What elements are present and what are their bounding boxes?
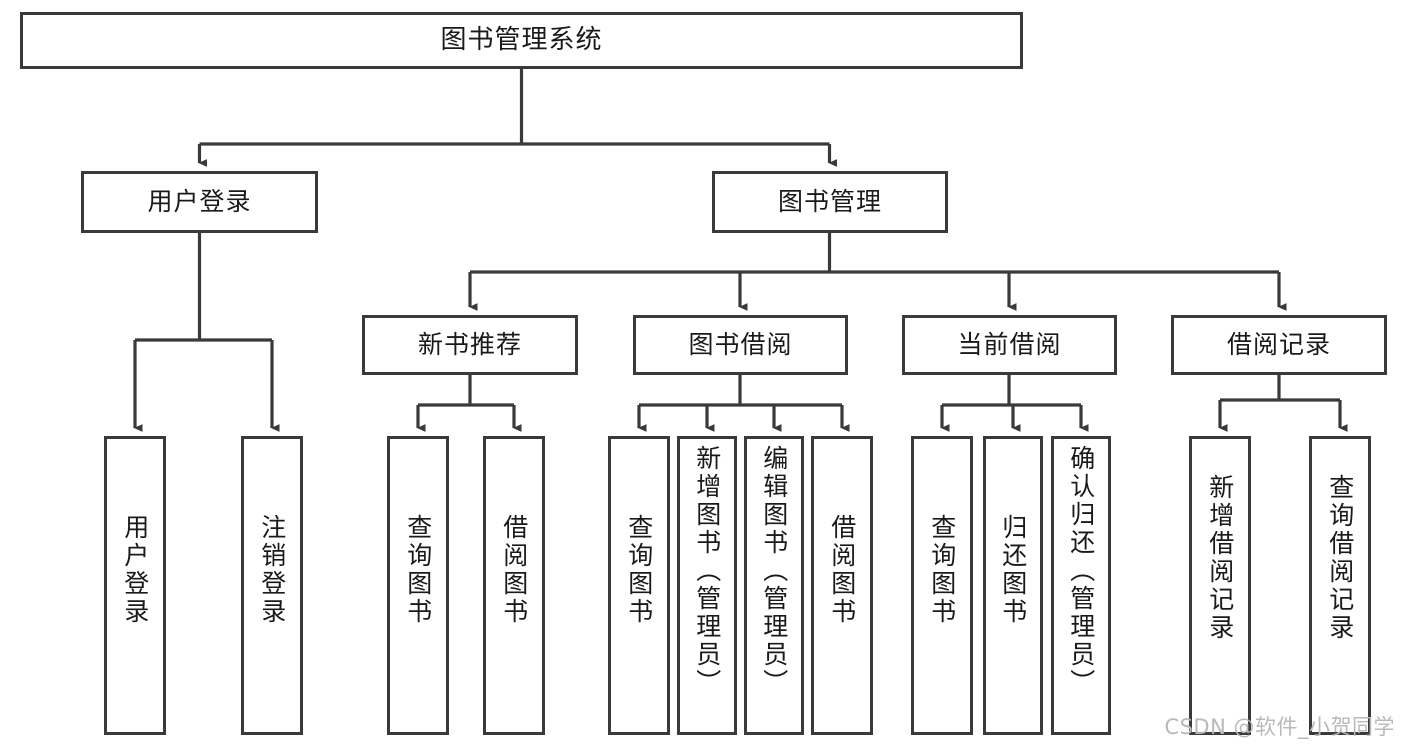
leaf-logout-label: 注销登录: [257, 514, 287, 626]
leaf-user-login-label: 用户登录: [120, 514, 150, 626]
leaf-query-book-current-label: 查询图书: [927, 514, 957, 626]
leaf-query-book-current[interactable]: 查询图书: [911, 436, 973, 735]
leaf-confirm-return-admin[interactable]: 确认归还（管理员）: [1051, 436, 1111, 735]
leaf-logout[interactable]: 注销登录: [241, 436, 303, 735]
leaf-borrow-book-newbook[interactable]: 借阅图书: [483, 436, 545, 735]
leaf-return-book[interactable]: 归还图书: [983, 436, 1043, 735]
leaf-query-book-newbook[interactable]: 查询图书: [387, 436, 449, 735]
leaf-query-book-newbook-label: 查询图书: [403, 514, 433, 626]
node-new-book-recommend-label: 新书推荐: [417, 329, 522, 359]
leaf-query-borrow-record-label: 查询借阅记录: [1325, 474, 1355, 642]
csdn-watermark: CSDN @软件_小贺同学: [1164, 715, 1395, 739]
node-book-borrow[interactable]: 图书借阅: [633, 315, 848, 375]
leaf-query-book-borrow-label: 查询图书: [624, 514, 654, 626]
leaf-return-book-label: 归还图书: [998, 514, 1028, 626]
leaf-query-borrow-record[interactable]: 查询借阅记录: [1309, 436, 1371, 735]
node-book-management[interactable]: 图书管理: [712, 171, 948, 233]
leaf-user-login[interactable]: 用户登录: [104, 436, 166, 735]
leaf-confirm-return-admin-label: 确认归还（管理员）: [1066, 445, 1096, 697]
node-user-login[interactable]: 用户登录: [81, 171, 318, 233]
node-current-borrow-label: 当前借阅: [957, 329, 1062, 359]
node-root[interactable]: 图书管理系统: [20, 12, 1023, 69]
node-borrow-record-label: 借阅记录: [1226, 329, 1331, 359]
node-book-management-label: 图书管理: [777, 186, 882, 216]
leaf-borrow-book-newbook-label: 借阅图书: [499, 514, 529, 626]
leaf-borrow-book-borrow[interactable]: 借阅图书: [811, 436, 873, 735]
node-root-label: 图书管理系统: [440, 24, 603, 55]
node-book-borrow-label: 图书借阅: [688, 329, 793, 359]
node-user-login-label: 用户登录: [147, 186, 252, 216]
leaf-add-borrow-record-label: 新增借阅记录: [1205, 474, 1235, 642]
node-borrow-record[interactable]: 借阅记录: [1171, 315, 1387, 375]
node-new-book-recommend[interactable]: 新书推荐: [362, 315, 578, 375]
leaf-add-book-admin-label: 新增图书（管理员）: [692, 445, 722, 697]
leaf-edit-book-admin[interactable]: 编辑图书（管理员）: [744, 436, 804, 735]
leaf-borrow-book-borrow-label: 借阅图书: [827, 514, 857, 626]
leaf-edit-book-admin-label: 编辑图书（管理员）: [759, 445, 789, 697]
leaf-add-borrow-record[interactable]: 新增借阅记录: [1189, 436, 1251, 735]
leaf-add-book-admin[interactable]: 新增图书（管理员）: [677, 436, 737, 735]
node-current-borrow[interactable]: 当前借阅: [902, 315, 1117, 375]
leaf-query-book-borrow[interactable]: 查询图书: [608, 436, 670, 735]
